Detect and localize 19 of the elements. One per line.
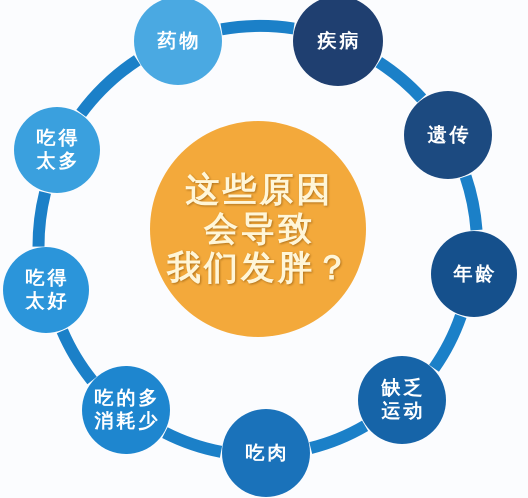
cause-label: 吃肉 bbox=[244, 442, 290, 464]
cause-label: 吃的多消耗少 bbox=[93, 387, 160, 433]
ring-segment bbox=[162, 427, 222, 458]
ring-segment bbox=[220, 20, 294, 36]
cause-label: 年龄 bbox=[452, 262, 498, 286]
ring-segment bbox=[76, 55, 141, 118]
cause-label: 吃得太多 bbox=[35, 127, 80, 173]
cause-label: 遗传 bbox=[426, 124, 472, 146]
ring-segment bbox=[375, 57, 426, 103]
question-text: 这些原因会导致我们发胖？ bbox=[166, 170, 352, 288]
cause-label: 吃得太好 bbox=[24, 267, 70, 313]
ring-segment bbox=[56, 328, 97, 384]
cause-label: 疾病 bbox=[316, 30, 362, 52]
cause-label: 药物 bbox=[156, 30, 202, 52]
cause-label: 缺乏运动 bbox=[380, 377, 426, 423]
ring-segment bbox=[460, 174, 482, 231]
ring-segment bbox=[32, 191, 51, 247]
ring-segment bbox=[309, 420, 368, 454]
ring-segment bbox=[428, 314, 466, 372]
